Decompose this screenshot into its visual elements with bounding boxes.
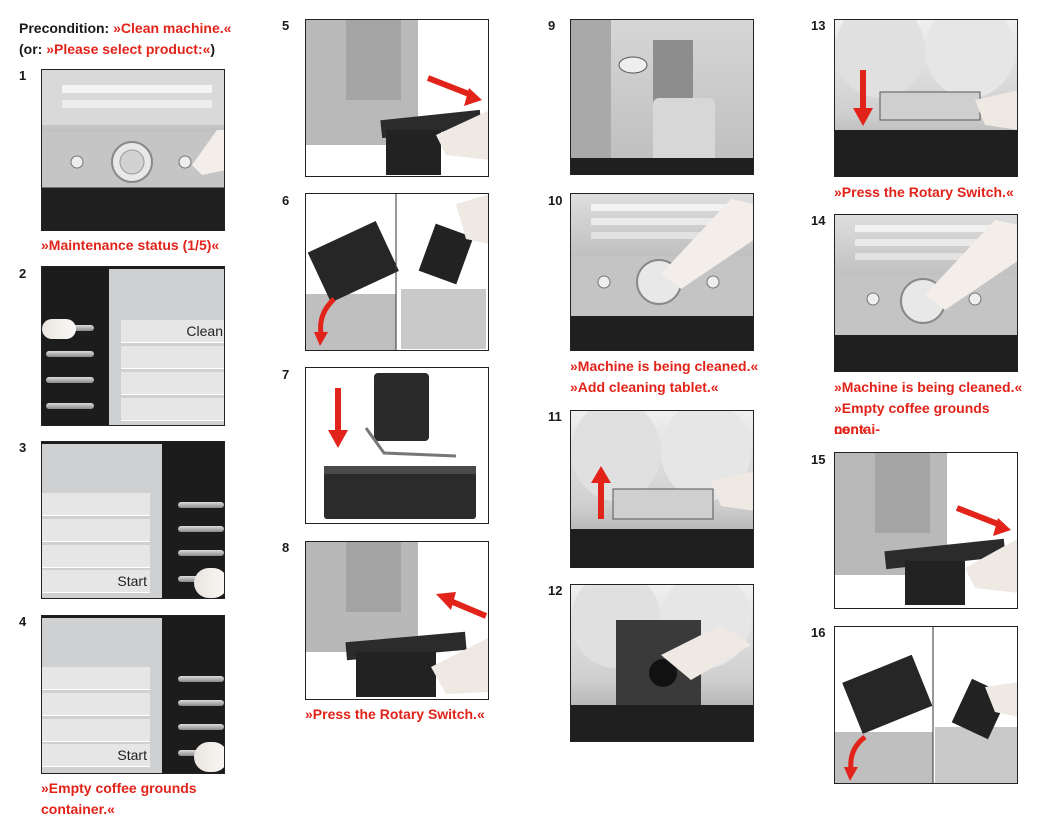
step-number-4: 4 xyxy=(19,614,27,629)
step-10-image xyxy=(570,193,754,351)
selection-button xyxy=(178,526,224,532)
rotary-switch-press-illustration xyxy=(571,199,753,350)
step-4-caption-line2: container.« xyxy=(41,801,115,817)
selection-button xyxy=(178,700,224,706)
screen-field xyxy=(42,493,150,516)
step-10-caption-line2: »Add cleaning tablet.« xyxy=(570,379,719,395)
step-1-image xyxy=(41,69,225,231)
step-13-image xyxy=(834,19,1018,177)
precondition-alt-value: »Please select product:« xyxy=(46,41,211,57)
step-number-7: 7 xyxy=(282,367,290,382)
screen-field xyxy=(121,346,224,369)
step-3-image: Start xyxy=(41,441,225,599)
step-4-image: Start xyxy=(41,615,225,774)
finger-press xyxy=(194,742,224,772)
step-14-caption-line2: »Empty coffee grounds contai- xyxy=(834,400,990,437)
step-15-image xyxy=(834,452,1018,609)
insert-tray-illustration xyxy=(306,542,488,697)
step-number-5: 5 xyxy=(282,18,290,33)
screen-field-start: Start xyxy=(42,570,150,593)
screen-field xyxy=(121,372,224,395)
finger-press xyxy=(42,319,76,339)
rotary-switch-press-illustration xyxy=(835,220,1017,371)
step-8-caption: »Press the Rotary Switch.« xyxy=(305,706,485,722)
step-14-caption-line1: »Machine is being cleaned.« xyxy=(834,379,1023,395)
empty-grounds-illustration xyxy=(306,194,488,350)
screen-field xyxy=(121,398,224,421)
screen-field xyxy=(42,693,150,716)
screen-field xyxy=(42,545,150,568)
remove-tray-illustration xyxy=(835,453,1017,605)
precondition-or-open: (or: xyxy=(19,41,47,57)
selection-button xyxy=(46,377,94,383)
selection-button xyxy=(178,550,224,556)
selection-button xyxy=(178,502,224,508)
selection-button xyxy=(46,403,94,409)
selection-button xyxy=(46,351,94,357)
selection-button xyxy=(178,676,224,682)
step-10-caption-line1: »Machine is being cleaned.« xyxy=(570,358,759,374)
control-panel-illustration xyxy=(42,70,224,230)
step-6-image xyxy=(305,193,489,351)
step-number-8: 8 xyxy=(282,540,290,555)
reinsert-tray-illustration xyxy=(324,373,476,519)
finger-press xyxy=(194,568,224,598)
add-tablet-illustration xyxy=(571,585,753,741)
step-number-16: 16 xyxy=(811,625,826,640)
step-12-image xyxy=(570,584,754,742)
step-2-image: Clean xyxy=(41,266,225,426)
screen-field xyxy=(42,519,150,542)
precondition-or-close: ) xyxy=(210,41,216,57)
empty-grounds-illustration xyxy=(835,627,1017,783)
step-5-image xyxy=(305,19,489,177)
step-number-15: 15 xyxy=(811,452,826,467)
step-1-caption: »Maintenance status (1/5)« xyxy=(41,237,220,253)
step-number-13: 13 xyxy=(811,18,826,33)
press-rotary-switch-cover-illustration xyxy=(835,20,1017,176)
step-number-12: 12 xyxy=(548,583,563,598)
step-number-10: 10 xyxy=(548,193,563,208)
precondition-line1: Precondition: »Clean machine.« xyxy=(19,18,231,38)
step-14-caption-line3: ner.« xyxy=(834,421,867,437)
step-number-11: 11 xyxy=(548,409,562,424)
screen-field-clean: Clean xyxy=(121,320,224,343)
selection-button xyxy=(178,724,224,730)
step-9-image xyxy=(570,19,754,175)
screen-field-start: Start xyxy=(42,744,150,767)
precondition-value: »Clean machine.« xyxy=(113,20,232,36)
step-4-caption-line1: »Empty coffee grounds xyxy=(41,780,197,796)
step-number-14: 14 xyxy=(811,213,826,228)
step-16-image xyxy=(834,626,1018,784)
step-13-caption: »Press the Rotary Switch.« xyxy=(834,184,1014,200)
precondition-label: Precondition: xyxy=(19,20,110,36)
display-screen: Clean xyxy=(109,269,224,425)
display-screen: Start xyxy=(42,618,162,773)
screen-field xyxy=(42,667,150,690)
step-number-2: 2 xyxy=(19,266,27,281)
machine-with-milk-jug-illustration xyxy=(571,20,753,174)
step-number-9: 9 xyxy=(548,18,556,33)
precondition-line2: (or: »Please select product:«) xyxy=(19,39,215,59)
step-11-image xyxy=(570,410,754,568)
step-number-3: 3 xyxy=(19,440,27,455)
step-number-6: 6 xyxy=(282,193,290,208)
insert-cover-illustration xyxy=(571,411,753,567)
step-number-1: 1 xyxy=(19,68,27,83)
remove-tray-illustration xyxy=(306,20,488,175)
display-screen: Start xyxy=(42,444,162,598)
step-7-image xyxy=(305,367,489,524)
step-14-image xyxy=(834,214,1018,372)
step-8-image xyxy=(305,541,489,700)
screen-field xyxy=(42,719,150,742)
